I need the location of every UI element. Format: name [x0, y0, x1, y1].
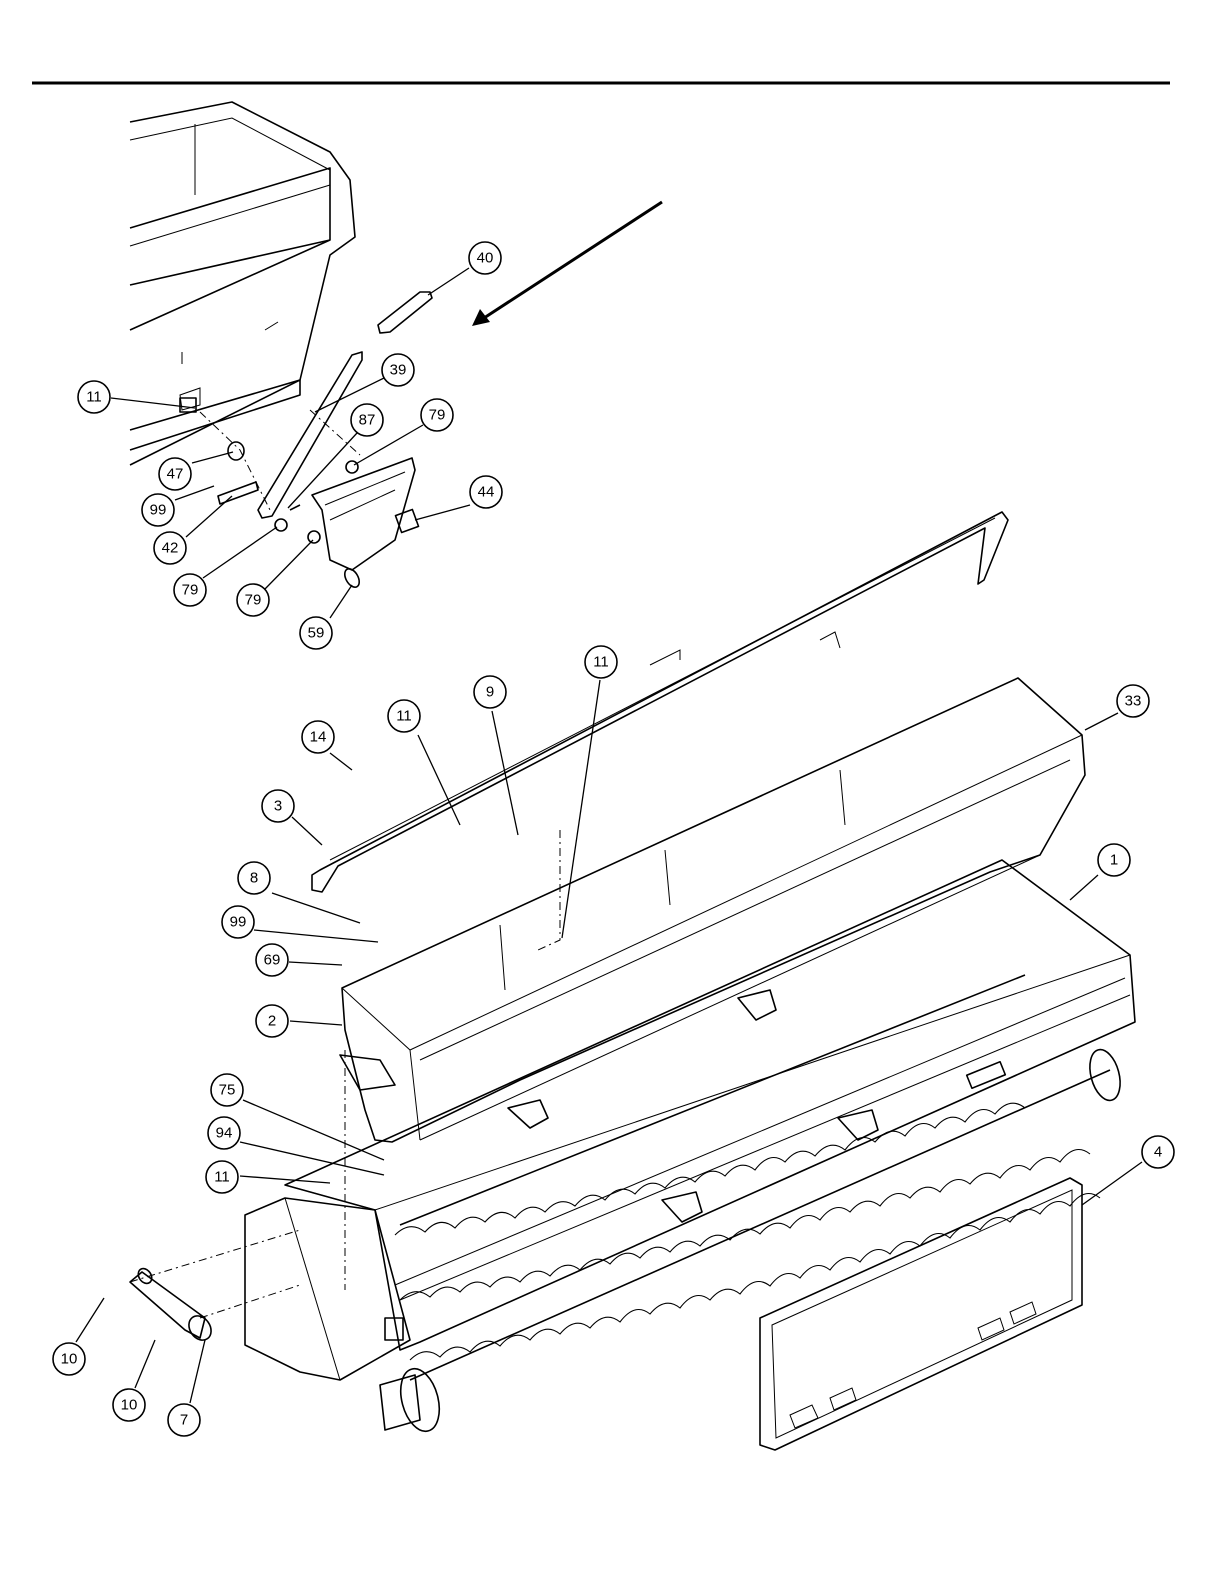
callout-label: 40 [477, 250, 494, 267]
callout-75: 75 [211, 1074, 243, 1106]
part-39-lever [258, 352, 362, 518]
callout-label: 2 [268, 1013, 276, 1030]
callout-11-hopper: 11 [78, 381, 110, 413]
part-4-cover [760, 1178, 1082, 1450]
assembly-lines [130, 410, 560, 1318]
callout-label: 44 [478, 484, 495, 501]
frame-tabs [508, 990, 878, 1222]
callout-label: 79 [182, 582, 199, 599]
callout-79-right: 79 [237, 584, 269, 616]
callout-label: 47 [167, 466, 184, 483]
callout-label: 42 [162, 540, 179, 557]
callout-59: 59 [300, 617, 332, 649]
callout-47: 47 [159, 458, 191, 490]
callout-label: 59 [308, 625, 325, 642]
callout-99-top: 99 [142, 494, 174, 526]
callout-label: 1 [1110, 852, 1118, 869]
callout-label: 94 [216, 1125, 233, 1142]
callout-10-right: 10 [113, 1389, 145, 1421]
callout-label: 8 [250, 870, 258, 887]
callout-label: 87 [359, 412, 376, 429]
callout-label: 11 [396, 708, 412, 725]
callout-9: 9 [474, 676, 506, 708]
callout-33: 33 [1117, 685, 1149, 717]
callout-8: 8 [238, 862, 270, 894]
callout-label: 99 [150, 502, 167, 519]
callout-3: 3 [262, 790, 294, 822]
callout-label: 11 [214, 1169, 230, 1186]
callout-label: 10 [121, 1397, 138, 1414]
callout-1: 1 [1098, 844, 1130, 876]
callout-79-left: 79 [174, 574, 206, 606]
callout-label: 10 [61, 1351, 78, 1368]
part-3-lid [312, 512, 1008, 892]
leader-lines [76, 268, 1142, 1403]
callout-79-top: 79 [421, 399, 453, 431]
callout-label: 11 [593, 654, 609, 671]
callout-label: 79 [429, 407, 446, 424]
callout-label: 4 [1154, 1144, 1162, 1161]
small-hardware [180, 398, 358, 543]
callout-69: 69 [256, 944, 288, 976]
callout-label: 79 [245, 592, 262, 609]
callout-11-bottom: 11 [206, 1161, 238, 1193]
hopper-body [130, 102, 355, 465]
callout-label: 39 [390, 362, 407, 379]
callout-99-mid: 99 [222, 906, 254, 938]
callout-10-left: 10 [53, 1343, 85, 1375]
callout-39: 39 [382, 354, 414, 386]
callout-label: 69 [264, 952, 281, 969]
callout-label: 14 [310, 729, 327, 746]
callout-87: 87 [351, 404, 383, 436]
callout-label: 9 [486, 684, 494, 701]
callout-2: 2 [256, 1005, 288, 1037]
callout-label: 11 [86, 389, 102, 406]
callout-11-right: 11 [585, 646, 617, 678]
callout-label: 3 [274, 798, 282, 815]
callout-label: 7 [180, 1412, 188, 1429]
callout-label: 33 [1125, 693, 1142, 710]
callout-7: 7 [168, 1404, 200, 1436]
callout-11-left: 11 [388, 700, 420, 732]
callout-4: 4 [1142, 1136, 1174, 1168]
callout-44: 44 [470, 476, 502, 508]
callout-42: 42 [154, 532, 186, 564]
callout-label: 75 [219, 1082, 236, 1099]
quadrant-bracket [312, 458, 419, 590]
callout-label: 99 [230, 914, 247, 931]
part-40-pad [378, 292, 432, 333]
callout-40: 40 [469, 242, 501, 274]
callout-94: 94 [208, 1117, 240, 1149]
part-1-frame [245, 860, 1135, 1380]
callout-14: 14 [302, 721, 334, 753]
